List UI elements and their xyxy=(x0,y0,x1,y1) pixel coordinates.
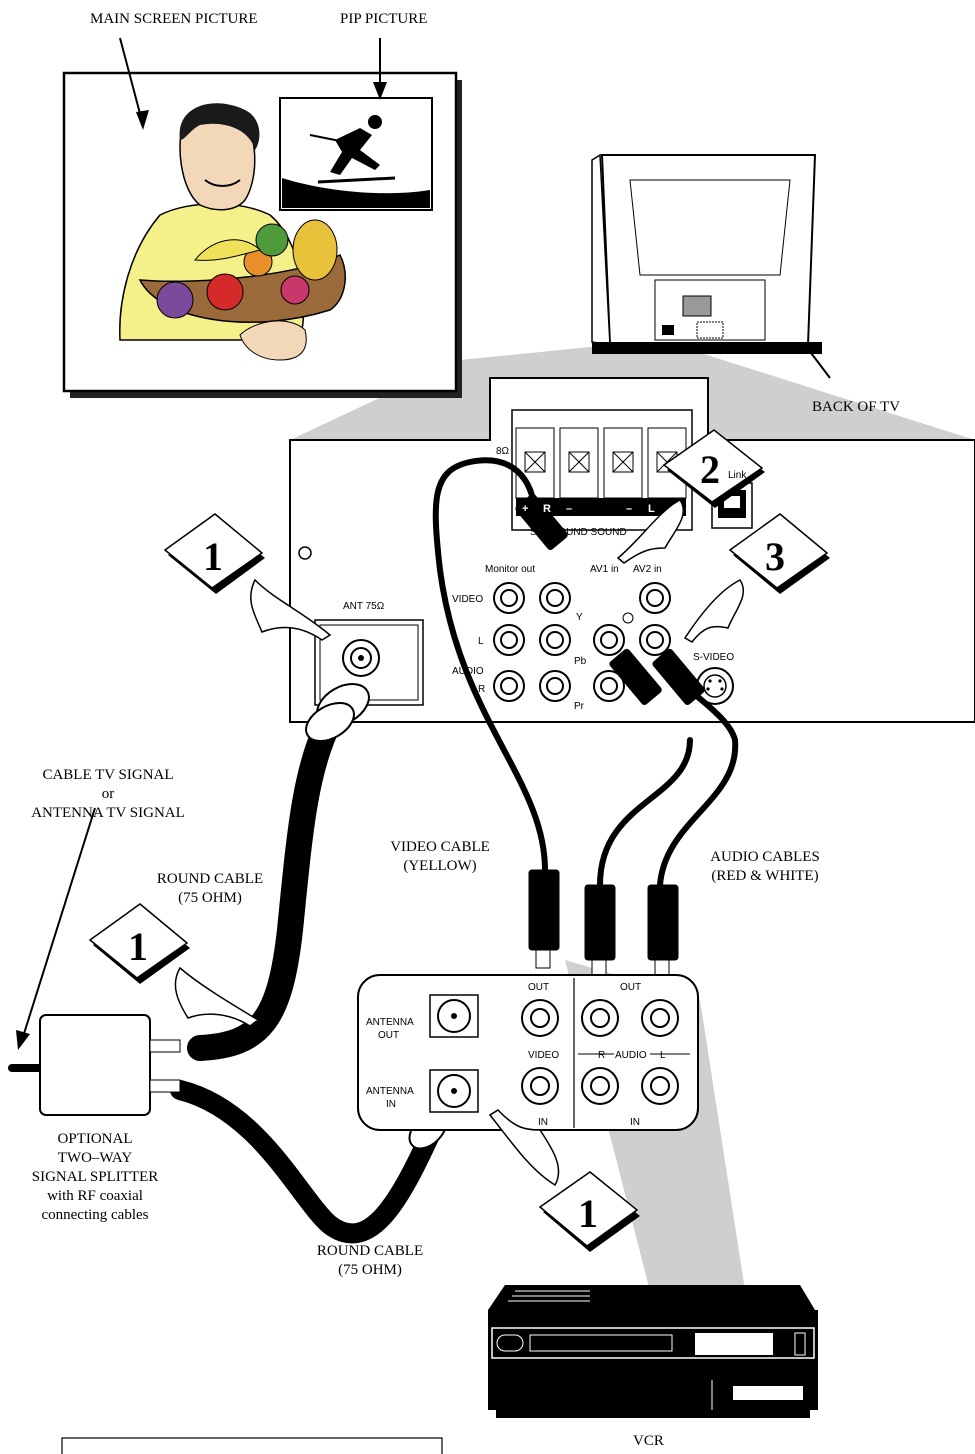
caption-cable-signal: CABLE TV SIGNAL or ANTENNA TV SIGNAL xyxy=(8,766,208,823)
note-box xyxy=(62,1438,442,1454)
caption-round-cable-top: ROUND CABLE (75 OHM) xyxy=(140,870,280,908)
vcr-antenna-in-2: IN xyxy=(386,1099,396,1110)
caption-splitter-line5: connecting cables xyxy=(20,1206,170,1225)
caption-video-cable-line2: (YELLOW) xyxy=(370,857,510,876)
caption-video-cable: VIDEO CABLE (YELLOW) xyxy=(370,838,510,876)
label-av2-in: AV2 in xyxy=(633,564,662,575)
label-ohm: 8Ω xyxy=(496,446,510,457)
tv-back-illustration xyxy=(592,155,830,378)
vcr-antenna-in-1: ANTENNA xyxy=(366,1086,414,1097)
label-ant: ANT 75Ω xyxy=(343,601,385,612)
term-2: R xyxy=(543,503,551,515)
vcr-video: VIDEO xyxy=(528,1050,559,1061)
pip-window xyxy=(280,98,432,210)
caption-splitter-line3: SIGNAL SPLITTER xyxy=(20,1168,170,1187)
caption-pip: PIP PICTURE xyxy=(340,10,427,29)
label-pr: Pr xyxy=(574,701,585,712)
caption-main-screen: MAIN SCREEN PICTURE xyxy=(90,10,258,29)
term-5: L xyxy=(648,503,655,515)
term-4: – xyxy=(626,503,632,515)
vcr-antenna-out-1: ANTENNA xyxy=(366,1017,414,1028)
caption-splitter: OPTIONAL TWO–WAY SIGNAL SPLITTER with RF… xyxy=(20,1130,170,1225)
label-l: L xyxy=(478,636,484,647)
vcr-out-video: OUT xyxy=(528,982,549,993)
caption-back-of-tv: BACK OF TV xyxy=(812,398,900,417)
label-monitor-out: Monitor out xyxy=(485,564,535,575)
caption-audio-cables: AUDIO CABLES (RED & WHITE) xyxy=(690,848,840,886)
caption-cable-signal-line3: ANTENNA TV SIGNAL xyxy=(8,804,208,823)
caption-cable-signal-line2: or xyxy=(8,785,208,804)
label-audio: AUDIO xyxy=(452,666,484,677)
caption-cable-signal-line1: CABLE TV SIGNAL xyxy=(8,766,208,785)
step-1-vcr-number: 1 xyxy=(578,1191,598,1236)
label-link: Link xyxy=(728,470,747,481)
caption-audio-cables-line1: AUDIO CABLES xyxy=(690,848,840,867)
label-y: Y xyxy=(576,612,583,623)
vcr-audio: AUDIO xyxy=(615,1050,647,1061)
term-3: – xyxy=(566,503,572,515)
vcr-unit xyxy=(488,1285,818,1418)
label-r: R xyxy=(478,684,485,695)
caption-audio-cables-line2: (RED & WHITE) xyxy=(690,867,840,886)
step-1-cable xyxy=(90,904,258,1026)
caption-round-cable-top-line2: (75 OHM) xyxy=(140,889,280,908)
vcr-l: L xyxy=(660,1050,666,1061)
caption-vcr: VCR xyxy=(633,1432,664,1451)
caption-splitter-line1: OPTIONAL xyxy=(20,1130,170,1149)
caption-round-cable-top-line1: ROUND CABLE xyxy=(140,870,280,889)
label-pb: Pb xyxy=(574,656,587,667)
term-1: + xyxy=(522,503,528,515)
term-6: + xyxy=(670,503,676,515)
tv-screen xyxy=(64,73,462,398)
vcr-out-audio: OUT xyxy=(620,982,641,993)
step-1-cable-number: 1 xyxy=(128,924,148,969)
caption-video-cable-line1: VIDEO CABLE xyxy=(370,838,510,857)
step-3-number: 3 xyxy=(765,534,785,579)
caption-splitter-line2: TWO–WAY xyxy=(20,1149,170,1168)
vcr-antenna-out-2: OUT xyxy=(378,1030,399,1041)
label-video: VIDEO xyxy=(452,594,483,605)
label-svideo: S-VIDEO xyxy=(693,652,734,663)
label-av1-in: AV1 in xyxy=(590,564,619,575)
vcr-in-audio: IN xyxy=(630,1117,640,1128)
caption-round-cable-bottom: ROUND CABLE (75 OHM) xyxy=(300,1242,440,1280)
caption-splitter-line4: with RF coaxial xyxy=(20,1187,170,1206)
step-1-tv-number: 1 xyxy=(203,534,223,579)
caption-round-cable-bottom-line1: ROUND CABLE xyxy=(300,1242,440,1261)
vcr-in-video: IN xyxy=(538,1117,548,1128)
label-surround: SURROUND SOUND xyxy=(530,527,627,538)
step-2-number: 2 xyxy=(700,447,720,492)
signal-splitter xyxy=(40,1015,180,1115)
vcr-r: R xyxy=(598,1050,605,1061)
caption-round-cable-bottom-line2: (75 OHM) xyxy=(300,1261,440,1280)
